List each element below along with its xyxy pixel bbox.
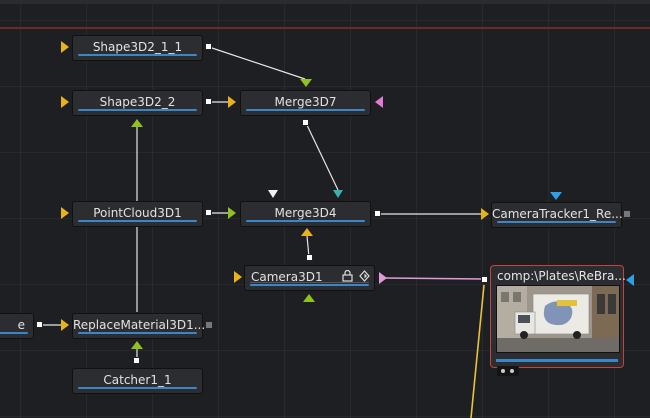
node-label: Shape3D2_2 xyxy=(99,95,176,109)
input-cameratracker-top xyxy=(550,192,562,200)
input-merge4 xyxy=(228,207,236,219)
node-replacematerial3d1[interactable]: ReplaceMaterial3D1... xyxy=(72,313,206,339)
output-replacemat[interactable] xyxy=(205,321,213,329)
input-camera-pink xyxy=(379,272,387,284)
node-options-toggle[interactable] xyxy=(497,366,519,376)
node-label: Camera3D1 xyxy=(251,270,323,284)
node-label: e xyxy=(17,318,25,332)
thumbnail-image xyxy=(496,285,620,353)
wire-camera-merge4 xyxy=(306,235,310,258)
node-merge3d7[interactable]: Merge3D7 xyxy=(240,90,371,116)
input-replacemat-bottom xyxy=(131,341,143,349)
input-replacemat xyxy=(61,319,69,331)
node-bar xyxy=(78,54,197,56)
output-shape2[interactable] xyxy=(205,98,212,105)
node-label: Merge3D4 xyxy=(274,206,337,220)
input-cameratracker xyxy=(481,208,489,220)
node-bar xyxy=(78,109,197,111)
wire-shape1-merge7 xyxy=(208,46,306,80)
dot-icon xyxy=(501,369,505,373)
node-merge3d4[interactable]: Merge3D4 xyxy=(240,201,371,227)
node-bar xyxy=(78,387,197,389)
node-label: Merge3D7 xyxy=(274,95,337,109)
node-shape3d2-1-1[interactable]: Shape3D2_1_1 xyxy=(72,35,203,61)
node-bar xyxy=(246,109,365,111)
output-cameratracker[interactable] xyxy=(623,210,631,218)
top-bar xyxy=(0,0,650,4)
input-camera xyxy=(234,271,242,283)
node-bar xyxy=(78,220,197,222)
node-catcher1-1[interactable]: Catcher1_1 xyxy=(72,368,203,394)
node-partial-left[interactable]: e xyxy=(0,313,34,339)
input-shape2-bottom xyxy=(131,119,143,127)
input-camera-bottom xyxy=(303,294,315,302)
node-label: Shape3D2_1_1 xyxy=(92,40,183,54)
node-shape3d2-2[interactable]: Shape3D2_2 xyxy=(72,90,203,116)
node-bar xyxy=(78,332,197,334)
wire-comp-camera xyxy=(384,277,485,280)
node-bar-secondary xyxy=(250,282,369,283)
node-bar xyxy=(496,359,618,362)
output-left-node[interactable] xyxy=(36,321,43,328)
output-pointcloud[interactable] xyxy=(205,209,212,216)
input-shape1 xyxy=(61,41,69,53)
output-camera[interactable] xyxy=(306,254,313,261)
range-line xyxy=(0,27,650,29)
dot-icon xyxy=(510,369,514,373)
input-merge4-top-white xyxy=(268,190,278,198)
node-pointcloud3d1[interactable]: PointCloud3D1 xyxy=(72,201,203,227)
output-shape1[interactable] xyxy=(205,43,212,50)
node-bar xyxy=(246,220,365,222)
lock-icon xyxy=(342,269,353,286)
node-comp-plates[interactable]: comp:\Plates\ReBra... xyxy=(490,265,626,368)
node-bar xyxy=(250,284,369,286)
node-label: PointCloud3D1 xyxy=(93,206,182,220)
output-comp[interactable] xyxy=(481,276,488,283)
input-shape2 xyxy=(61,96,69,108)
node-camera3d1[interactable]: Camera3D1 xyxy=(244,265,375,291)
diamond-icon xyxy=(359,270,370,286)
output-merge4[interactable] xyxy=(374,210,381,217)
node-label: ReplaceMaterial3D1... xyxy=(73,318,206,332)
input-merge7 xyxy=(228,96,236,108)
output-merge7[interactable] xyxy=(302,119,309,126)
input-merge4-top-teal xyxy=(333,190,343,198)
node-label: comp:\Plates\ReBra... xyxy=(497,269,626,283)
node-label: Catcher1_1 xyxy=(103,373,172,387)
output-catcher[interactable] xyxy=(133,357,140,364)
input-merge4-bottom xyxy=(301,228,313,236)
node-bar xyxy=(0,332,28,334)
input-merge7-pink xyxy=(375,96,383,108)
node-label: CameraTracker1_Re... xyxy=(492,207,623,221)
input-pointcloud xyxy=(61,207,69,219)
wire-merge7-merge4 xyxy=(305,122,339,191)
input-merge7-top xyxy=(300,79,312,87)
node-bar xyxy=(497,221,616,223)
wire-comp-yellow xyxy=(470,284,485,418)
input-comp xyxy=(626,274,634,286)
node-cameratracker1[interactable]: CameraTracker1_Re... xyxy=(491,202,623,228)
